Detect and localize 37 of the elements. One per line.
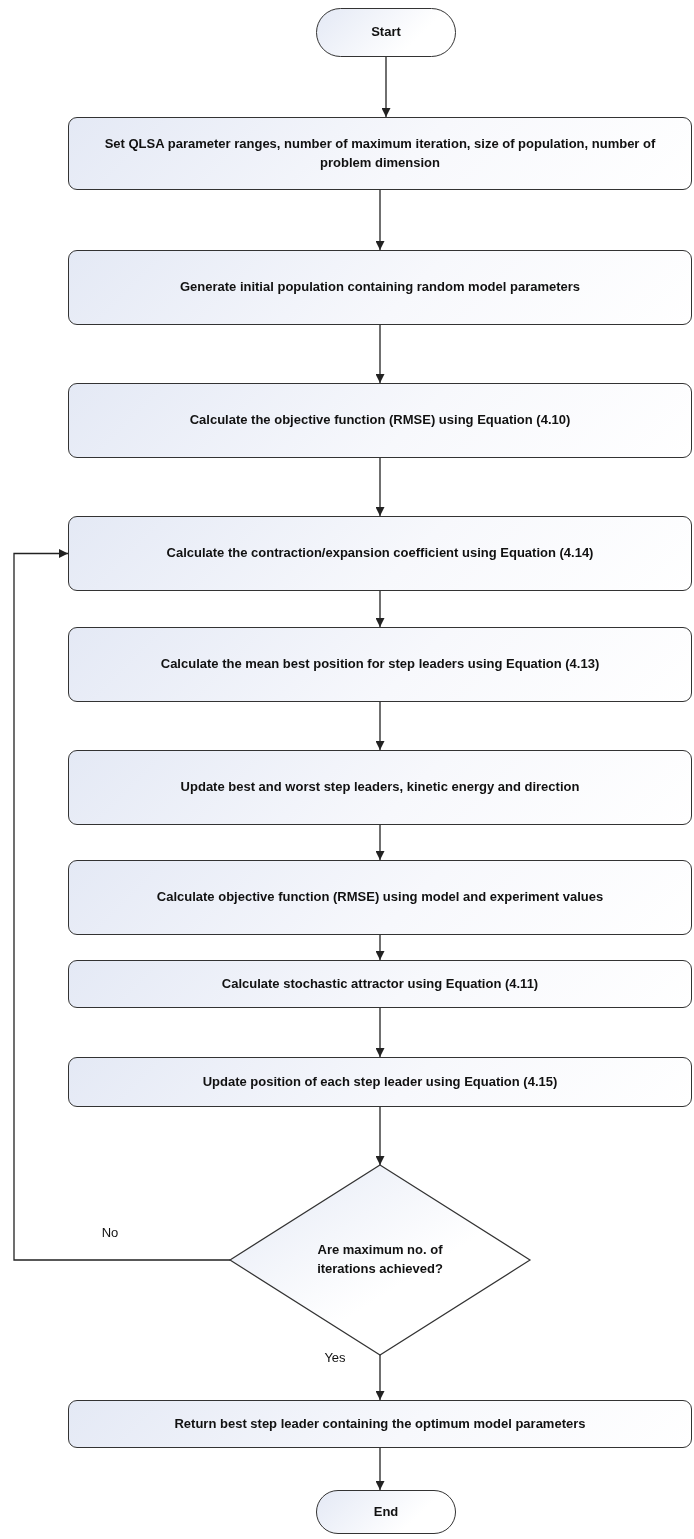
arrow <box>375 1447 385 1491</box>
arrow <box>375 324 385 384</box>
process-box <box>68 1400 692 1448</box>
node-text: Return best step leader containing the optimum model parameters <box>174 1414 586 1433</box>
process-box <box>68 516 692 591</box>
node-text: Update best and worst step leaders, kinetic energy and direction <box>180 778 580 797</box>
decision-diamond <box>230 1165 530 1355</box>
node-text: Generate initial population containing random model parameters <box>179 278 581 297</box>
arrow <box>375 934 385 961</box>
node-text: Calculate the mean best position for step leaders using Equation (4.13) <box>160 655 600 674</box>
node-text: Set QLSA parameter ranges, number of maximum iteration, size of population, number of problem dimension <box>103 134 657 172</box>
node-text: Are maximum no. of iterations achieved? <box>316 1241 444 1278</box>
arrow <box>375 701 385 751</box>
process-box <box>68 383 692 458</box>
node-text: Update position of each step leader using Equation (4.15) <box>202 1072 558 1091</box>
node-text: End <box>373 1502 399 1521</box>
arrow <box>375 1354 385 1401</box>
node-text: Calculate stochastic attractor using Equation (4.11) <box>221 974 539 993</box>
arrow <box>381 56 391 118</box>
process-box <box>68 1057 692 1107</box>
process-box <box>68 960 692 1008</box>
process-box <box>68 627 692 702</box>
arrow <box>375 1007 385 1058</box>
node-text: Calculate the objective function (RMSE) using Equation (4.10) <box>189 411 571 430</box>
process-box <box>68 117 692 190</box>
arrow <box>13 549 231 1261</box>
arrow <box>375 590 385 628</box>
arrow <box>375 457 385 517</box>
node-text: Start <box>371 23 401 42</box>
process-box <box>68 860 692 935</box>
process-box <box>68 250 692 325</box>
node-text: Calculate the contraction/expansion coefficient using Equation (4.14) <box>166 544 594 563</box>
arrow <box>375 189 385 251</box>
arrow <box>375 1106 385 1166</box>
node-text: Calculate objective function (RMSE) using model and experiment values <box>156 888 604 907</box>
process-box <box>68 750 692 825</box>
arrow <box>375 824 385 861</box>
